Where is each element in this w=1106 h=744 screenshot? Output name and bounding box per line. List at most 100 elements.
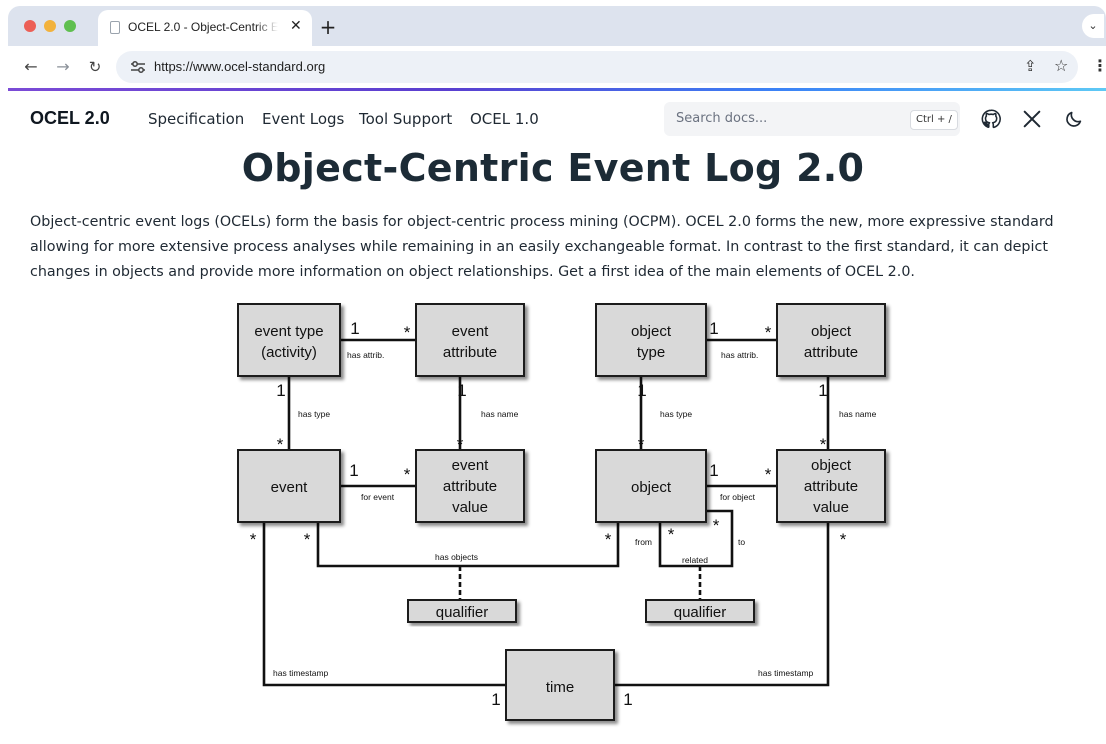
label-has-attrib-right: has attrib. [721,350,758,360]
diagram-relation-labels: has attrib. has attrib. has type has typ… [273,350,877,678]
nav-link-specification[interactable]: Specification [148,110,245,128]
chevron-down-icon[interactable]: ⌄ [1082,14,1104,38]
entity-object-type: object type [595,303,707,377]
window-minimize-button[interactable] [44,20,56,32]
mult-many: * [404,465,411,484]
intro-paragraph: Object-centric event logs (OCELs) form t… [30,214,1054,280]
label-has-name-right: has name [839,409,877,419]
search-input[interactable]: Search docs... Ctrl + / [664,102,960,136]
entity-object: object [595,449,707,523]
browser-toolbar: ← → ↻ https://www.ocel-standard.org ⇪ ☆ … [8,46,1106,88]
label-has-timestamp-left: has timestamp [273,668,329,678]
accent-bar [8,88,1106,91]
mult-many: * [765,465,772,484]
diagram-lines [262,338,830,687]
github-icon[interactable] [980,108,1002,130]
entity-event-type-line-1: event type [254,323,323,340]
entity-object-line-1: object [631,479,672,496]
mult-one: 1 [709,461,718,480]
mult-one: 1 [457,381,466,400]
mult-many: * [304,530,311,549]
ocel-metamodel-diagram: event type (activity) event attribute ob… [237,303,886,721]
address-bar[interactable]: https://www.ocel-standard.org ⇪ ☆ [116,51,1078,83]
reload-icon[interactable]: ↻ [88,58,102,76]
nav-link-ocel-1[interactable]: OCEL 1.0 [470,110,539,128]
site-logo[interactable]: OCEL 2.0 [30,108,110,128]
moon-icon[interactable] [1063,108,1085,130]
mult-many: * [638,435,645,454]
page-title: Object-Centric Event Log 2.0 [241,146,865,190]
mult-many: * [765,323,772,342]
label-has-objects: has objects [435,552,478,562]
search-placeholder: Search docs... [676,111,768,126]
window-close-button[interactable] [24,20,36,32]
document-icon [110,21,120,34]
entity-event-attribute-value: event attribute value [415,449,525,523]
window-zoom-button[interactable] [64,20,76,32]
label-for-object: for object [720,492,756,502]
nav-link-tool-support[interactable]: Tool Support [359,110,453,128]
arrow-right-icon[interactable]: → [56,57,70,76]
entity-time: time [505,649,615,721]
label-from: from [635,537,652,547]
search-shortcut-badge: Ctrl + / [910,110,958,130]
entity-object-attribute-value: object attribute value [776,449,886,523]
url-text[interactable]: https://www.ocel-standard.org [154,59,326,74]
tab-title: OCEL 2.0 - Object-Centric Event Log 2.0 [128,20,278,34]
label-related: related [682,555,708,565]
entity-qualifier-left-text: qualifier [436,604,489,621]
star-icon[interactable]: ☆ [1054,56,1069,75]
label-has-timestamp-right: has timestamp [758,668,814,678]
mult-one: 1 [276,381,285,400]
mult-many: * [404,323,411,342]
label-for-event: for event [361,492,395,502]
mult-one: 1 [350,319,359,338]
mult-many: * [713,516,720,535]
mult-many: * [668,525,675,544]
kebab-icon[interactable]: ⋮ [1092,56,1106,75]
entity-time-text: time [546,679,574,696]
x-logo-icon[interactable] [1021,108,1043,130]
entity-event-attribute-line-1: event [452,323,490,340]
mult-many: * [250,530,257,549]
entity-event-type: event type (activity) [237,303,341,377]
entity-qualifier-right: qualifier [645,599,755,623]
entity-object-attribute-line-1: object [811,323,852,340]
entity-event-attribute-value-line-3: value [452,499,488,516]
diagram-multiplicities: 1 * 1 * 1 * 1 * 1 * 1 * 1 * 1 * * * * * … [250,319,847,709]
entity-qualifier-right-text: qualifier [674,604,727,621]
plus-icon[interactable]: + [319,15,337,39]
share-icon[interactable]: ⇪ [1024,57,1037,75]
label-has-type-left: has type [298,409,330,419]
entity-event-attribute: event attribute [415,303,525,377]
entity-event-type-line-2: (activity) [261,344,317,361]
entity-object-attribute-value-line-1: object [811,457,852,474]
entity-event: event [237,449,341,523]
entity-object-type-line-1: object [631,323,672,340]
entity-object-type-line-2: type [637,344,665,361]
entity-object-attribute-value-line-2: attribute [804,478,858,495]
entity-event-line-1: event [271,479,309,496]
mult-one: 1 [637,381,646,400]
mult-many: * [457,435,464,454]
mult-many: * [605,530,612,549]
label-has-attrib-left: has attrib. [347,350,384,360]
nav-link-event-logs[interactable]: Event Logs [262,110,345,128]
arrow-left-icon[interactable]: ← [24,57,38,76]
entity-object-attribute-line-2: attribute [804,344,858,361]
label-to: to [738,537,745,547]
mult-one: 1 [818,381,827,400]
mult-many: * [840,530,847,549]
site-settings-icon[interactable] [130,60,146,74]
mult-one: 1 [709,319,718,338]
entity-event-attribute-value-line-2: attribute [443,478,497,495]
mult-one: 1 [349,461,358,480]
mult-one: 1 [623,690,632,709]
label-has-name-left: has name [481,409,519,419]
mult-one: 1 [491,690,500,709]
label-has-type-right: has type [660,409,692,419]
close-icon[interactable]: ✕ [290,18,302,34]
browser-tab-active[interactable]: OCEL 2.0 - Object-Centric Event Log 2.0 … [98,10,312,46]
mult-many: * [277,435,284,454]
entity-event-attribute-line-2: attribute [443,344,497,361]
